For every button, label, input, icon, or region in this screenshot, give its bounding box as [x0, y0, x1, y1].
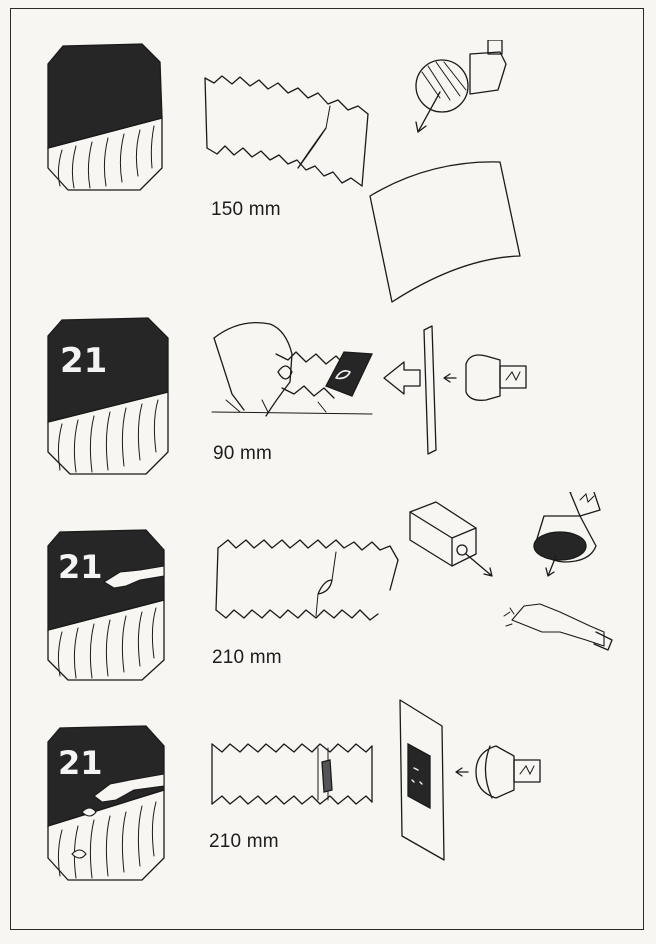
step-4-vehicle-panel: 21: [48, 726, 164, 880]
page-border: [10, 8, 644, 930]
step-1-length-label: 150 mm: [211, 199, 281, 220]
step-3-length-label: 210 mm: [212, 647, 282, 668]
step-3-patch-strip: [216, 540, 398, 620]
step-1-patch-strip: [205, 76, 368, 186]
step-1-vehicle-panel: [48, 44, 162, 190]
translucent-panel: [400, 700, 444, 860]
step-3-vehicle-panel: 21: [48, 530, 164, 680]
step-2-patch-assembly: [212, 323, 372, 416]
lamp-icon: [444, 355, 526, 400]
lamp-icon: [534, 492, 600, 576]
step-2-tag-number: 21: [60, 341, 107, 381]
step-3-illustration: 21: [0, 492, 656, 684]
backing-board: [424, 326, 436, 454]
step-4-length-label: 210 mm: [209, 831, 279, 852]
lamp-icon: [456, 746, 540, 798]
arrow-left-icon: [384, 362, 420, 394]
step-2-vehicle-panel: 21: [48, 318, 168, 474]
step-4-illustration: 21: [0, 690, 656, 890]
step-1-illustration: [0, 40, 656, 310]
step-2-length-label: 90 mm: [213, 443, 273, 464]
flashlight-icon: [410, 502, 492, 576]
step-3-tag-number: 21: [58, 548, 103, 586]
hand-with-tool-icon: [504, 604, 612, 650]
step-4-tag-number: 21: [58, 744, 103, 782]
step-2-illustration: 21: [0, 312, 656, 488]
lamp-icon: [416, 40, 506, 132]
step-4-patch-strip: [212, 744, 372, 804]
curved-sheet: [370, 162, 520, 302]
